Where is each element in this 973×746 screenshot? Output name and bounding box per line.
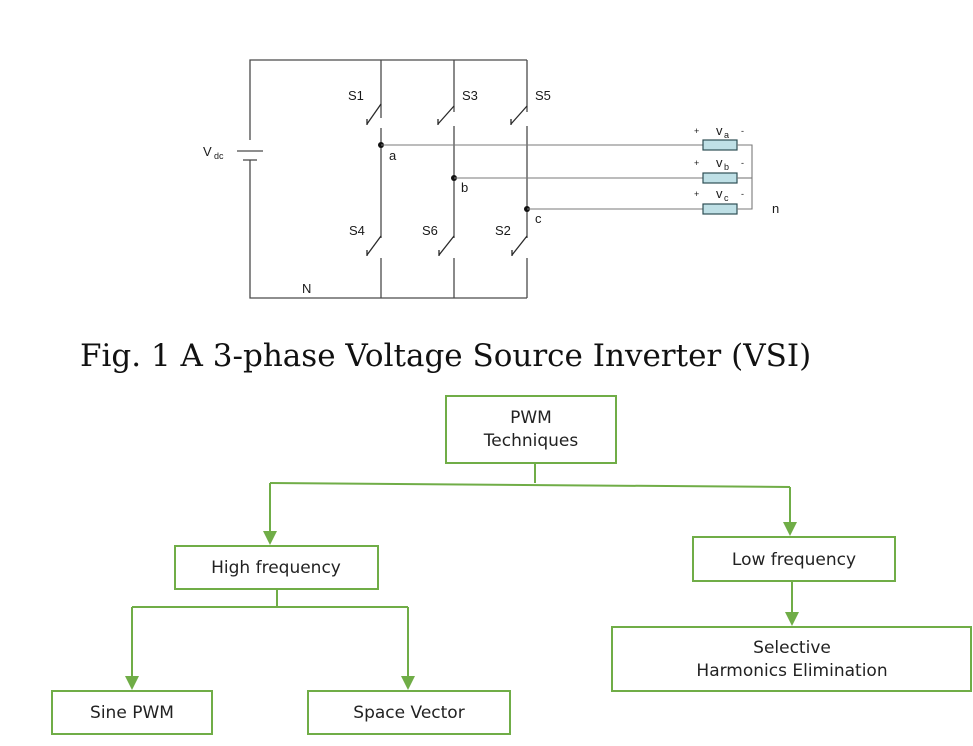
box-low-frequency: Low frequency <box>692 536 896 582</box>
label-neutral-n-lower: n <box>772 201 779 216</box>
label-s6: S6 <box>422 223 438 238</box>
pwm-tree: PWM Techniques High frequency Low freque… <box>51 395 972 735</box>
box-sine-pwm: Sine PWM <box>51 690 213 735</box>
switch-s6 <box>438 235 455 256</box>
arrow-to-high <box>263 531 277 545</box>
load-label-b: + v b - <box>694 155 744 172</box>
arrow-to-sine <box>125 676 139 690</box>
label-node-a: a <box>389 148 397 163</box>
leg-b <box>437 60 457 298</box>
svg-text:Sine PWM: Sine PWM <box>90 703 174 723</box>
svg-text:PWM: PWM <box>510 408 552 428</box>
svg-text:-: - <box>741 126 744 136</box>
label-s3: S3 <box>462 88 478 103</box>
svg-text:+: + <box>694 126 699 136</box>
load-resistor-a <box>702 139 738 151</box>
svg-text:v: v <box>716 123 723 138</box>
switch-s4 <box>366 235 382 256</box>
svg-text:c: c <box>724 193 729 203</box>
switch-s3 <box>437 105 455 125</box>
svg-text:Selective: Selective <box>753 638 831 658</box>
load-star-point <box>737 144 753 210</box>
inverter-circuit: V dc <box>203 59 779 299</box>
svg-text:Techniques: Techniques <box>483 431 579 451</box>
switch-s2 <box>511 235 528 256</box>
svg-text:Space Vector: Space Vector <box>353 703 464 723</box>
svg-text:+: + <box>694 158 699 168</box>
load-label-a: + v a - <box>694 123 744 140</box>
switch-s1 <box>366 103 382 125</box>
svg-text:Low frequency: Low frequency <box>732 550 856 570</box>
connector-root-bar <box>269 482 791 488</box>
box-pwm-techniques: PWM Techniques <box>445 395 617 464</box>
svg-text:v: v <box>716 186 723 201</box>
load-resistor-c <box>702 203 738 215</box>
box-high-frequency: High frequency <box>174 545 379 590</box>
source-label: V <box>203 144 212 159</box>
arrow-to-low <box>783 522 797 536</box>
load-resistor-b <box>702 172 738 184</box>
source-sub: dc <box>214 151 224 161</box>
load-label-c: + v c - <box>694 186 744 203</box>
leg-c <box>510 60 530 298</box>
svg-text:High frequency: High frequency <box>211 558 341 578</box>
svg-text:+: + <box>694 189 699 199</box>
svg-text:-: - <box>741 158 744 168</box>
arrow-to-space <box>401 676 415 690</box>
svg-text:v: v <box>716 155 723 170</box>
label-s1: S1 <box>348 88 364 103</box>
box-space-vector: Space Vector <box>307 690 511 735</box>
dc-bus-left <box>249 59 381 299</box>
label-s4: S4 <box>349 223 365 238</box>
svg-text:b: b <box>724 162 729 172</box>
dc-source: V dc <box>203 140 263 161</box>
svg-text:a: a <box>724 130 729 140</box>
arrow-to-selective <box>785 612 799 626</box>
box-selective-harmonics-elimination: Selective Harmonics Elimination <box>611 626 972 692</box>
label-neutral-n-upper: N <box>302 281 311 296</box>
label-node-b: b <box>461 180 468 195</box>
svg-text:Harmonics Elimination: Harmonics Elimination <box>696 661 887 681</box>
switch-s5 <box>510 105 528 125</box>
svg-text:-: - <box>741 189 744 199</box>
figure-caption: Fig. 1 A 3-phase Voltage Source Inverter… <box>80 338 811 374</box>
leg-a <box>366 60 384 298</box>
label-s2: S2 <box>495 223 511 238</box>
label-node-c: c <box>535 211 542 226</box>
label-s5: S5 <box>535 88 551 103</box>
